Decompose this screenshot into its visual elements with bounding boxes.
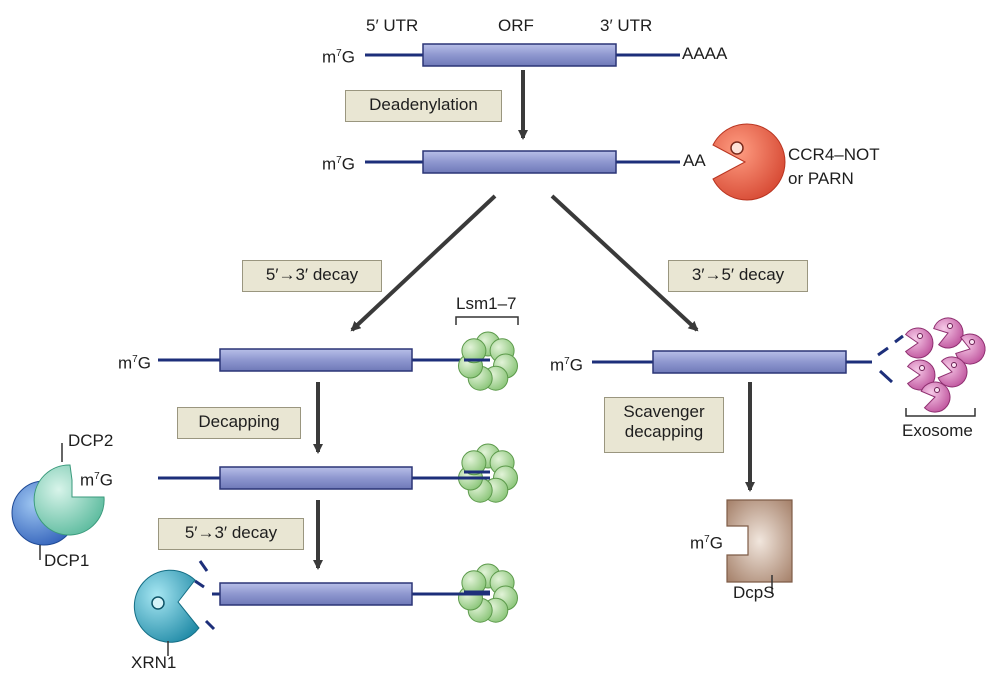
exosome-subunit-eye	[947, 323, 953, 329]
dcps-enzyme	[726, 499, 793, 594]
arrow-to-5to3	[350, 194, 497, 332]
exosome-subunit-eye	[951, 362, 957, 368]
exosome-label: Exosome	[902, 421, 973, 440]
decay-5to3-box-lower: 5′→3′ decay	[158, 518, 304, 550]
decay-5to3-box: 5′→3′ decay	[242, 260, 382, 292]
dcps-label: DcpS	[733, 583, 775, 602]
polya-tail-short: AA	[683, 151, 706, 170]
dcp1-label: DCP1	[44, 551, 90, 570]
polya-tail-full: AAAA	[682, 44, 728, 63]
mrna-full	[365, 43, 680, 67]
cap-label-deadenylated: m7G	[322, 154, 355, 174]
dcp2-label: DCP2	[68, 431, 114, 450]
decapping-box: Decapping	[177, 407, 301, 439]
cap-label-right: m7G	[550, 355, 583, 375]
lsm1-7-ring	[458, 331, 518, 391]
ccr4-label-2: or PARN	[788, 169, 854, 188]
utr5-label: 5′ UTR	[366, 16, 419, 35]
decay-3to5-box: 3′→5′ decay	[668, 260, 808, 292]
exosome-subunit	[904, 327, 934, 359]
lsm1-7-ring	[458, 443, 518, 503]
ccr4-label-1: CCR4–NOT	[788, 145, 880, 164]
lsm-subunit	[461, 338, 487, 364]
exosome-subunit-eye	[919, 365, 925, 371]
cap-label-dcps: m7G	[690, 533, 723, 553]
orf-label: ORF	[498, 16, 534, 35]
utr3-label: 3′ UTR	[600, 16, 653, 35]
mrna-right	[592, 334, 904, 384]
exosome-complex	[904, 317, 986, 413]
dcp-complex	[11, 443, 105, 560]
cap-label-top: m7G	[322, 47, 355, 67]
mrna-deadenylated	[365, 150, 680, 174]
ccr4-not-pacman	[712, 123, 786, 201]
mrna-left-1	[158, 348, 490, 372]
mrna-xrn1-degraded	[194, 560, 490, 631]
exosome-subunit	[906, 359, 936, 391]
lsm-bracket	[455, 316, 519, 325]
arrow-to-3to5	[550, 194, 699, 332]
lsm-subunit	[461, 450, 487, 476]
exosome-bracket	[905, 408, 976, 417]
exosome-subunit	[933, 317, 964, 349]
exosome-subunit	[937, 356, 968, 388]
cap-label-dcp: m7G	[80, 470, 113, 490]
lsm-label: Lsm1–7	[456, 294, 517, 313]
cap-label-left: m7G	[118, 353, 151, 373]
exosome-subunit	[920, 381, 951, 413]
deadenylation-box: Deadenylation	[345, 90, 502, 122]
exosome-subunit-eye	[969, 339, 975, 345]
lsm1-7-ring	[458, 563, 518, 623]
mrna-decapped	[158, 466, 490, 490]
exosome-subunit-eye	[934, 387, 940, 393]
xrn1-pacman	[133, 569, 200, 656]
xrn1-label: XRN1	[131, 653, 177, 672]
scavenger-box: Scavenger decapping	[604, 397, 724, 453]
exosome-subunit-eye	[917, 333, 923, 339]
